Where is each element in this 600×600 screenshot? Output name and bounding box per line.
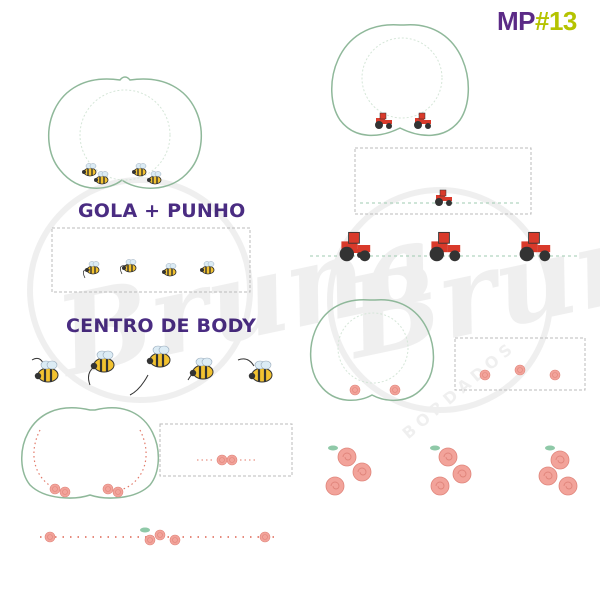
mp-prefix: MP: [497, 6, 536, 36]
rose-clusters: [325, 445, 578, 496]
tractor-border: [310, 231, 580, 263]
collar-roses-left: [21, 407, 159, 499]
heading-gola-punho: GOLA + PUNHO: [78, 200, 246, 222]
mp-number: #13: [535, 6, 577, 36]
rose-border: [40, 527, 275, 546]
collar-roses-right: [309, 299, 435, 402]
cuff-roses-right: [454, 337, 586, 391]
mp-badge: MP#13: [497, 6, 577, 37]
body-center-bees: [31, 344, 274, 396]
cuff-tractors: [354, 147, 532, 215]
cuff-bees: [51, 227, 251, 293]
cuff-roses-left: [159, 423, 293, 477]
heading-centro-de-body: CENTRO DE BODY: [66, 315, 257, 337]
collar-tractors: [331, 24, 469, 137]
collar-bees: [47, 76, 203, 189]
